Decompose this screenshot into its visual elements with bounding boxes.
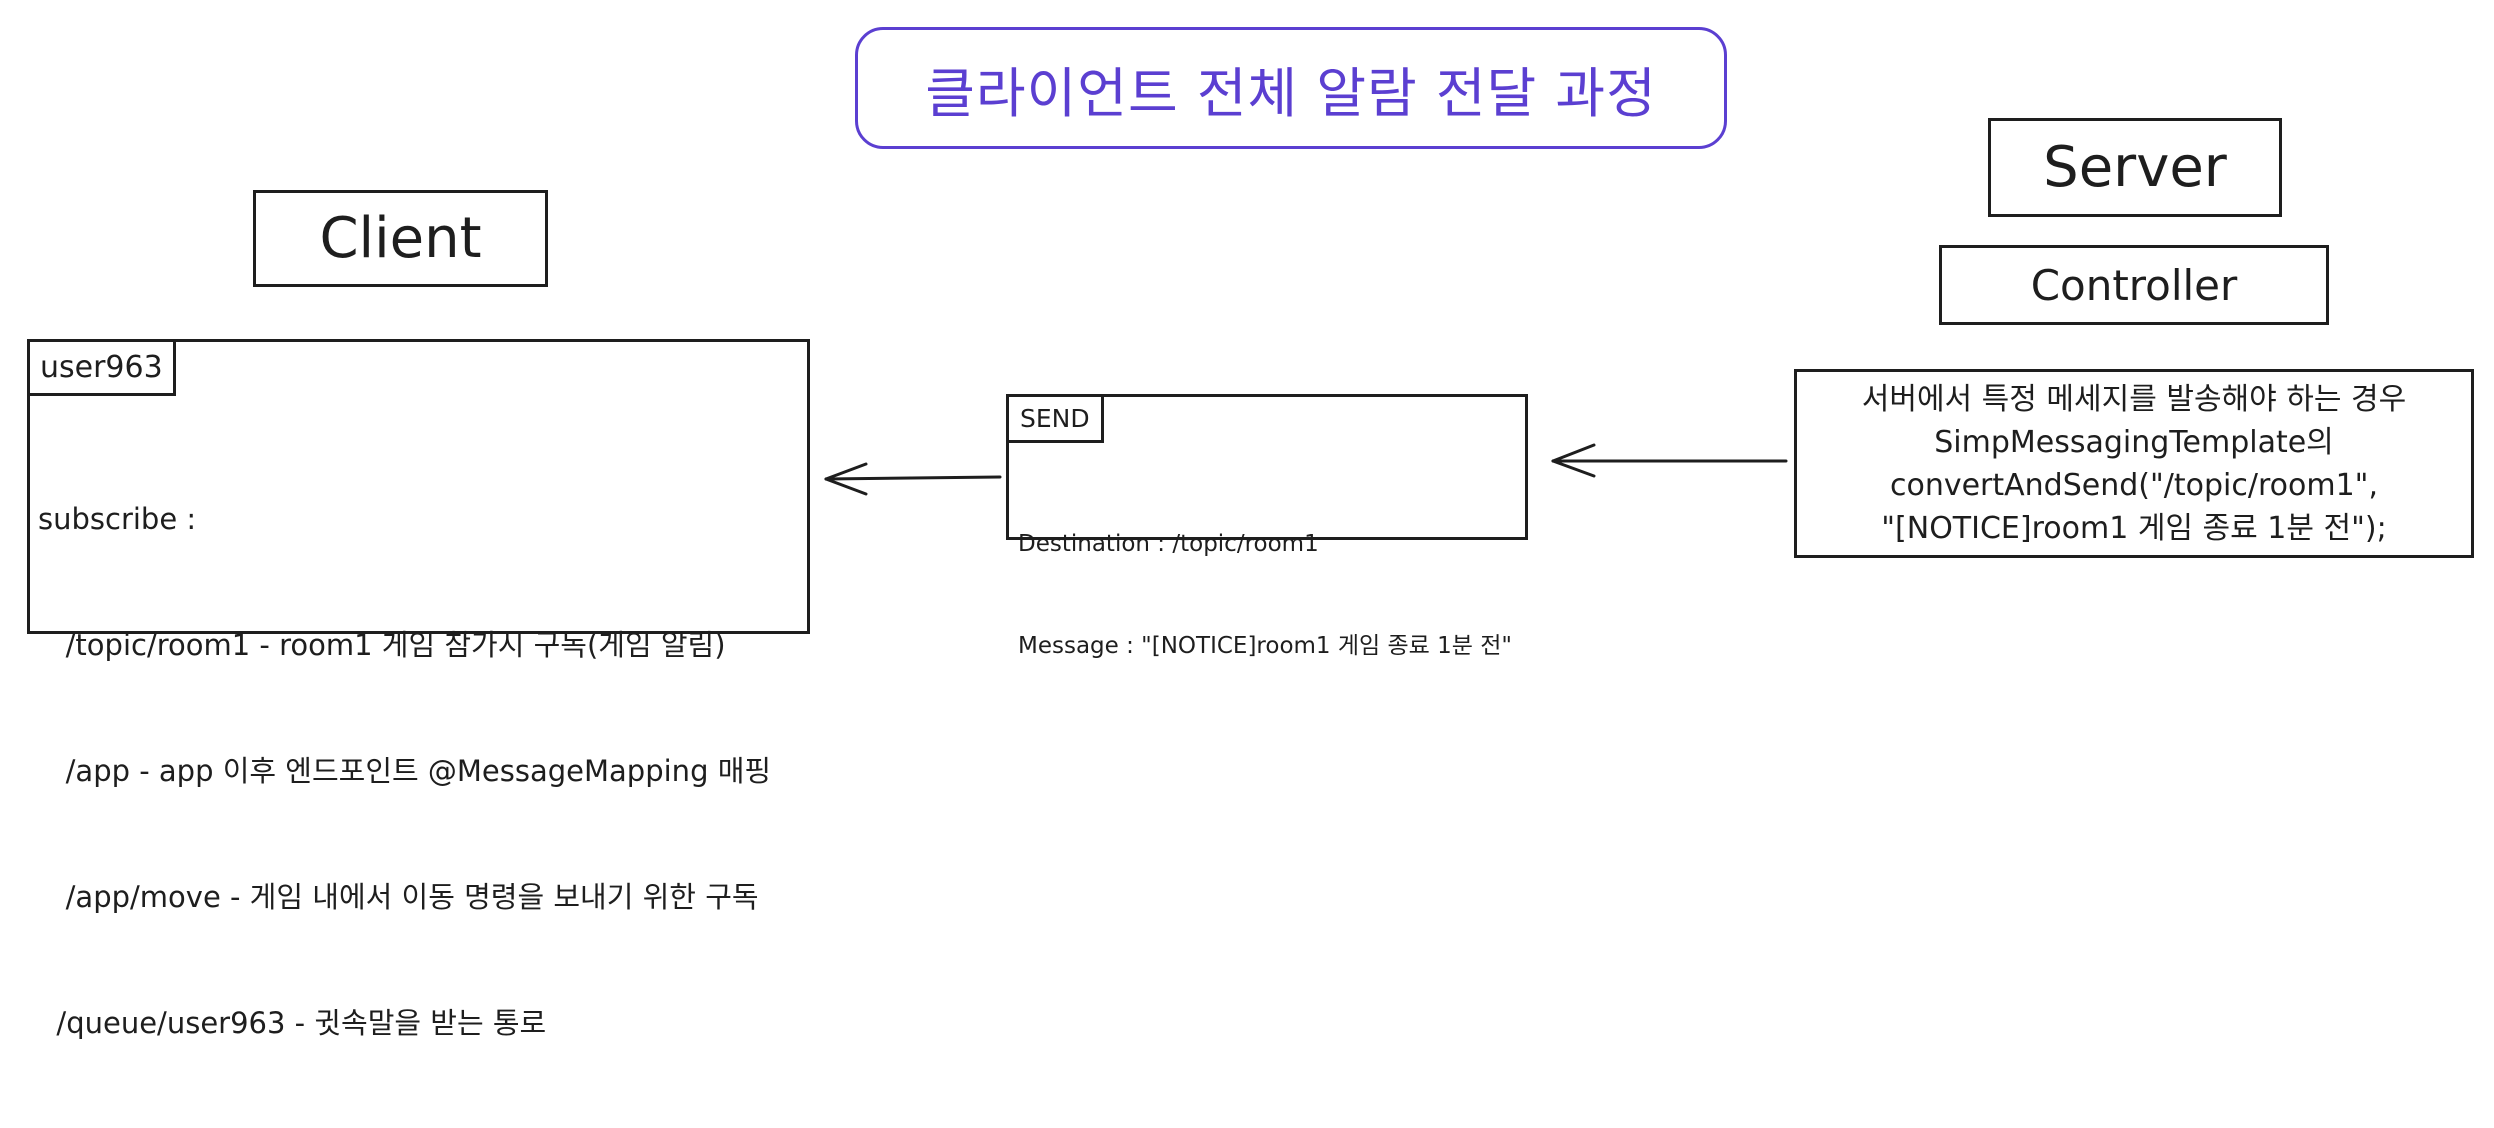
client-line: /app - app 이후 엔드포인트 @MessageMapping 매핑	[38, 754, 772, 788]
send-frame-tag: SEND	[1006, 394, 1104, 443]
client-line: subscribe :	[38, 502, 197, 536]
client-subscription-box: user963 subscribe : /topic/room1 - room1…	[27, 339, 810, 1040]
client-subscription-list: subscribe : /topic/room1 - room1 게임 참가시 …	[38, 414, 771, 1128]
client-label: Client	[253, 190, 548, 287]
send-destination-line: Destination : /topic/room1	[1018, 531, 1319, 557]
send-frame-box: SEND Destination : /topic/room1 Message …	[1006, 394, 1528, 659]
client-label-text: Client	[319, 206, 482, 271]
title-text: 클라이언트 전체 알람 전달 과정	[925, 61, 1657, 125]
server-to-send-arrow	[1551, 443, 1788, 478]
server-label-text: Server	[2043, 135, 2227, 200]
server-line: SimpMessagingTemplate의	[1934, 424, 2334, 460]
client-line: /topic/room1 - room1 게임 참가시 구독(게임 알림)	[38, 628, 726, 662]
server-line: 서버에서 특정 메세지를 발송해야 하는 경우	[1861, 381, 2407, 417]
controller-label: Controller	[1939, 245, 2329, 325]
server-line: "[NOTICE]room1 게임 종료 1분 전");	[1881, 510, 2387, 546]
send-message-line: Message : "[NOTICE]room1 게임 종료 1분 전"	[1018, 633, 1512, 659]
server-line: convertAndSend("/topic/room1",	[1889, 467, 2379, 503]
client-line: /app/move - 게임 내에서 이동 명령을 보내기 위한 구독	[38, 880, 759, 914]
server-description-box: 서버에서 특정 메세지를 발송해야 하는 경우 SimpMessagingTem…	[1794, 369, 2474, 558]
send-to-client-arrow	[824, 462, 1002, 496]
client-user-tag: user963	[27, 339, 176, 396]
client-line: /queue/user963 - 귓속말을 받는 통로	[38, 1006, 547, 1040]
server-label: Server	[1988, 118, 2282, 217]
controller-label-text: Controller	[2030, 260, 2238, 310]
send-frame-body: Destination : /topic/room1 Message : "[N…	[1018, 459, 1512, 731]
page-title: 클라이언트 전체 알람 전달 과정	[855, 27, 1727, 149]
